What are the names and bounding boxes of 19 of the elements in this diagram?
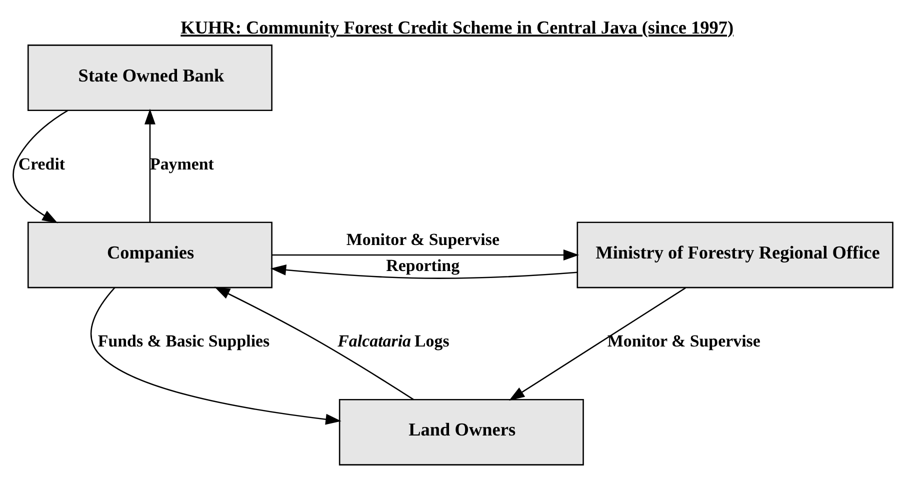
edge-label: Monitor & Supervise bbox=[346, 230, 500, 249]
arrow bbox=[508, 286, 686, 400]
arrow bbox=[144, 108, 156, 222]
arrow bbox=[270, 264, 578, 278]
edge-label: Monitor & Supervise bbox=[607, 331, 760, 350]
arrow bbox=[214, 286, 414, 400]
arrow bbox=[272, 249, 580, 260]
edge-label: Funds & Basic Supplies bbox=[98, 331, 270, 350]
node-box: Land Owners bbox=[338, 398, 584, 465]
node-box: State Owned Bank bbox=[27, 44, 272, 110]
diagram-title: KUHR: Community Forest Credit Scheme in Central Java (since 1997) bbox=[180, 17, 734, 38]
edge-label: Credit bbox=[18, 154, 66, 173]
edge-label: Payment bbox=[150, 154, 214, 173]
arrow bbox=[90, 286, 342, 424]
edge-label: Reporting bbox=[386, 256, 460, 275]
arrow bbox=[12, 109, 68, 223]
node-box: Ministry of Forestry Regional Office bbox=[576, 221, 894, 288]
edge-label: Falcataria Logs bbox=[338, 331, 450, 350]
node-box: Companies bbox=[27, 221, 272, 288]
